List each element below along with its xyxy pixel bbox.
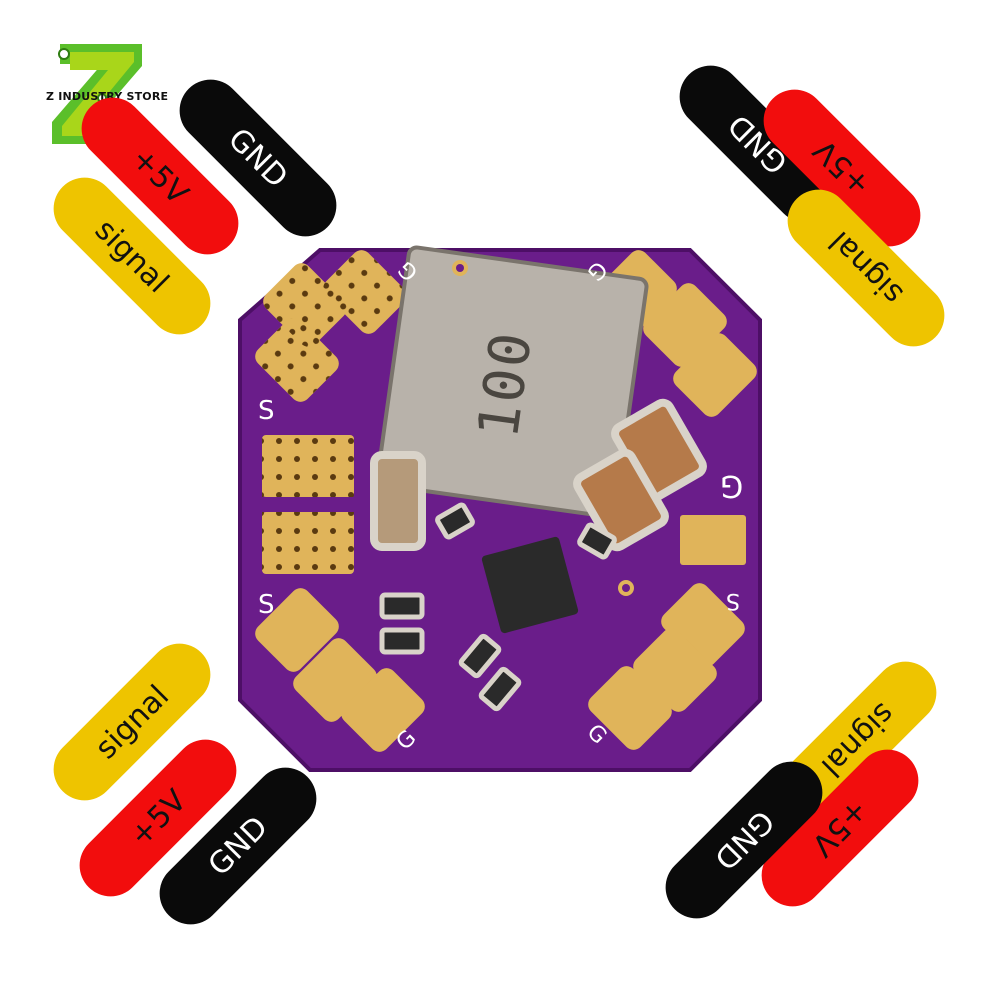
silk-s-left-top: S — [258, 396, 275, 426]
silk-g-top-left: G — [393, 255, 424, 286]
silk-g-top-right: G — [581, 255, 612, 286]
pad-right — [680, 515, 746, 565]
silk-g-right: G — [720, 468, 744, 503]
board-inductor-marking: 100 — [465, 326, 546, 443]
capacitor-right-1 — [611, 398, 707, 502]
pad-left-1 — [262, 435, 354, 497]
pads-top-right — [593, 250, 757, 417]
ic-chip — [481, 536, 579, 634]
board-outline — [238, 248, 762, 772]
capacitor-left — [370, 451, 426, 551]
store-name: Z INDUSTRY STORE — [46, 90, 169, 103]
pads-top-left — [255, 250, 407, 402]
silk-s-right: S — [726, 588, 740, 613]
pads-bottom-right — [588, 583, 745, 750]
silk-s-left-bottom: S — [258, 590, 275, 620]
capacitor-right-2 — [573, 448, 669, 552]
silk-g-bottom-left: G — [391, 725, 422, 756]
pad-left-2 — [262, 512, 354, 574]
silk-g-bottom-right: G — [581, 719, 612, 750]
